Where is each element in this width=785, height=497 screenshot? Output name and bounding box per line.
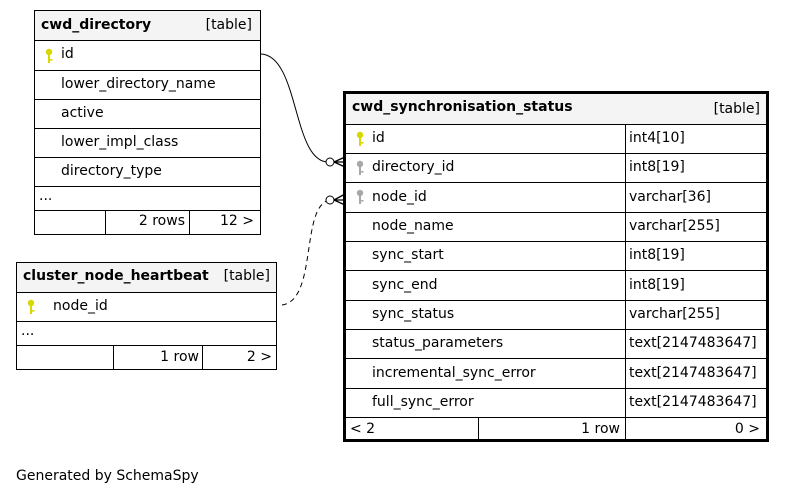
children-count[interactable]: 12 >	[220, 213, 254, 229]
column-row-node-id[interactable]: node_id varchar[36]	[346, 182, 766, 212]
table-header[interactable]: cwd_synchronisation_status [table]	[346, 94, 766, 124]
relationship-optional-marker	[325, 157, 335, 167]
table-cwd-directory[interactable]: cwd_directory [table] id lower_directory…	[34, 10, 261, 235]
column-name: sync_end	[372, 277, 438, 293]
column-row-incremental-sync-error[interactable]: incremental_sync_error text[2147483647]	[346, 358, 766, 388]
column-type: int4[10]	[629, 130, 685, 146]
column-type: text[2147483647]	[629, 394, 757, 410]
column-row-lower-impl-class[interactable]: lower_impl_class	[35, 128, 260, 157]
column-name: full_sync_error	[372, 394, 474, 410]
column-divider	[625, 271, 626, 300]
column-name: sync_start	[372, 247, 444, 263]
table-name: cluster_node_heartbeat	[23, 268, 209, 284]
table-cluster-node-heartbeat[interactable]: cluster_node_heartbeat [table] node_id .…	[16, 262, 277, 370]
column-row-full-sync-error[interactable]: full_sync_error text[2147483647]	[346, 388, 766, 417]
column-name: node_id	[372, 189, 427, 205]
generated-by-caption: Generated by SchemaSpy	[16, 468, 199, 484]
column-row-sync-start[interactable]: sync_start int8[19]	[346, 241, 766, 270]
column-type: varchar[255]	[629, 306, 720, 322]
column-type: text[2147483647]	[629, 365, 757, 381]
column-divider	[625, 389, 626, 417]
column-name: directory_id	[372, 159, 455, 175]
column-divider	[625, 301, 626, 329]
column-name: status_parameters	[372, 335, 504, 351]
table-header[interactable]: cluster_node_heartbeat [table]	[17, 263, 276, 292]
column-name: directory_type	[61, 163, 162, 179]
table-kind: [table]	[223, 268, 270, 284]
column-row-id[interactable]: id	[35, 40, 260, 70]
more-columns-row: ...	[35, 186, 260, 210]
foreign-key-icon	[356, 160, 364, 175]
footer-divider	[113, 346, 114, 369]
primary-key-icon	[45, 48, 53, 63]
column-name: lower_impl_class	[61, 134, 179, 150]
foreign-key-icon	[356, 189, 364, 204]
column-row-lower-directory-name[interactable]: lower_directory_name	[35, 70, 260, 99]
column-divider	[625, 330, 626, 358]
column-row-node-id[interactable]: node_id	[17, 292, 276, 321]
table-footer: 1 row 2 >	[17, 345, 276, 369]
table-kind: [table]	[205, 17, 252, 33]
column-divider	[625, 359, 626, 388]
column-divider	[625, 213, 626, 241]
column-row-directory-type[interactable]: directory_type	[35, 157, 260, 186]
column-type: int8[19]	[629, 159, 685, 175]
ellipsis: ...	[21, 323, 35, 339]
column-type: int8[19]	[629, 277, 685, 293]
footer-divider	[202, 346, 203, 369]
column-type: int8[19]	[629, 247, 685, 263]
column-row-status-parameters[interactable]: status_parameters text[2147483647]	[346, 329, 766, 358]
children-count[interactable]: 0 >	[734, 421, 760, 437]
row-count: 1 row	[160, 349, 199, 365]
column-name: node_id	[53, 298, 108, 314]
column-row-sync-end[interactable]: sync_end int8[19]	[346, 270, 766, 300]
column-name: active	[61, 105, 104, 121]
column-name: lower_directory_name	[61, 76, 216, 92]
footer-divider	[478, 418, 479, 439]
table-footer: < 2 1 row 0 >	[346, 417, 766, 439]
primary-key-icon	[356, 131, 364, 146]
column-divider	[625, 154, 626, 182]
column-row-active[interactable]: active	[35, 99, 260, 128]
table-name: cwd_synchronisation_status	[352, 99, 573, 115]
primary-key-icon	[27, 299, 35, 314]
footer-divider	[625, 418, 626, 439]
column-divider	[625, 242, 626, 270]
footer-divider	[105, 211, 106, 234]
directory-id-relationship-line	[260, 53, 331, 163]
column-name: sync_status	[372, 306, 455, 322]
column-name: id	[372, 130, 385, 146]
relationship-optional-marker	[325, 195, 335, 205]
column-row-id[interactable]: id int4[10]	[346, 124, 766, 153]
row-count: 2 rows	[138, 213, 185, 229]
column-divider	[625, 183, 626, 212]
column-row-node-name[interactable]: node_name varchar[255]	[346, 212, 766, 241]
more-columns-row: ...	[17, 321, 276, 345]
column-type: varchar[255]	[629, 218, 720, 234]
column-name: node_name	[372, 218, 454, 234]
table-footer: 2 rows 12 >	[35, 210, 260, 234]
column-name: id	[61, 46, 74, 62]
table-header[interactable]: cwd_directory [table]	[35, 11, 260, 40]
children-count[interactable]: 2 >	[246, 349, 272, 365]
table-cwd-synchronisation-status[interactable]: cwd_synchronisation_status [table] id in…	[343, 91, 769, 442]
footer-divider	[189, 211, 190, 234]
row-count: 1 row	[581, 421, 620, 437]
column-divider	[625, 125, 626, 153]
column-row-sync-status[interactable]: sync_status varchar[255]	[346, 300, 766, 329]
table-kind: [table]	[713, 101, 760, 117]
ellipsis: ...	[39, 188, 53, 204]
column-row-directory-id[interactable]: directory_id int8[19]	[346, 153, 766, 182]
node-id-relationship-line	[281, 199, 331, 306]
column-type: varchar[36]	[629, 189, 711, 205]
table-name: cwd_directory	[41, 17, 152, 33]
parents-count[interactable]: < 2	[350, 421, 376, 437]
column-name: incremental_sync_error	[372, 365, 536, 381]
column-type: text[2147483647]	[629, 335, 757, 351]
